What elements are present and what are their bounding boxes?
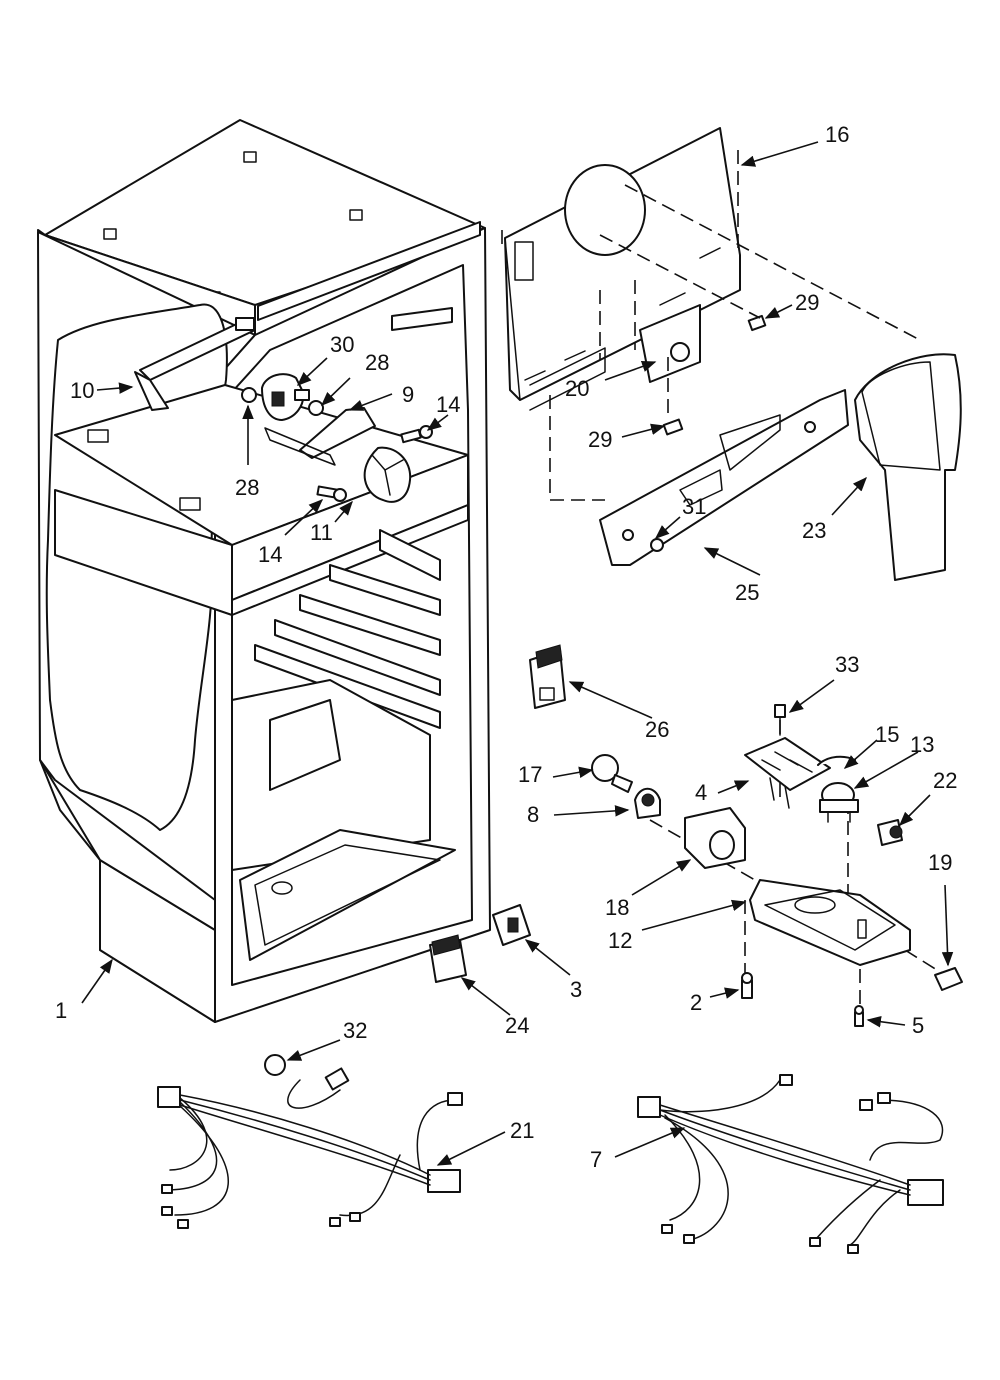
- wire-harness-21: [157, 1054, 463, 1229]
- control-board-4: [744, 737, 831, 809]
- callout-13: 13: [910, 732, 934, 757]
- light-bulb-17: [591, 754, 633, 793]
- callout-29: 29: [795, 290, 819, 315]
- wire-harness-7: [637, 1074, 944, 1254]
- socket-8: [634, 787, 661, 819]
- callout-17: 17: [518, 762, 542, 787]
- callout-11: 11: [310, 520, 333, 545]
- leader-lines: [81, 141, 954, 1166]
- callout-32: 32: [343, 1018, 367, 1043]
- callout-15: 15: [875, 722, 899, 747]
- callout-31: 31: [682, 494, 706, 519]
- callout-14: 14: [258, 542, 282, 567]
- callout-labels: 16 29 20 29 31 23 25 10 30 28 9 14 28 14…: [55, 122, 957, 1172]
- callout-26: 26: [645, 717, 669, 742]
- screw-33: [774, 704, 786, 736]
- screw-29: [662, 314, 767, 436]
- evaporator-cover-16: [504, 127, 741, 411]
- callout-25: 25: [735, 580, 759, 605]
- callout-28: 28: [365, 350, 389, 375]
- callout-3: 3: [570, 977, 582, 1002]
- knob-22: [877, 819, 903, 846]
- grommet-28: [241, 387, 324, 416]
- control-housing-23: [854, 353, 962, 581]
- callout-16: 16: [825, 122, 849, 147]
- callout-1: 1: [55, 998, 67, 1023]
- control-housing-12: [749, 879, 911, 966]
- control-panel-25: [599, 389, 849, 566]
- callout-9: 9: [402, 382, 414, 407]
- callout-24: 24: [505, 1013, 529, 1038]
- callout-23: 23: [802, 518, 826, 543]
- cabinet-liner: [37, 119, 491, 1023]
- light-shield-18: [684, 807, 746, 869]
- callout-20: 20: [565, 376, 589, 401]
- part-19: [934, 967, 963, 991]
- callout-30: 30: [330, 332, 354, 357]
- thermostat-13: [819, 782, 859, 823]
- callout-33: 33: [835, 652, 859, 677]
- callout-12: 12: [608, 928, 632, 953]
- assembly-lines: [501, 150, 946, 1010]
- callout-10: 10: [70, 378, 94, 403]
- part-3: [492, 904, 531, 946]
- callout-18: 18: [605, 895, 629, 920]
- callout-29: 29: [588, 427, 612, 452]
- callout-5: 5: [912, 1013, 924, 1038]
- callout-7: 7: [590, 1147, 602, 1172]
- callout-21: 21: [510, 1118, 534, 1143]
- fan-motor-30: [261, 373, 310, 421]
- bracket-10: [134, 317, 256, 411]
- screw-14-lower: [316, 485, 347, 502]
- part-24: [429, 934, 467, 983]
- fan-blade-11: [363, 446, 412, 503]
- callout-14: 14: [436, 392, 460, 417]
- callout-28: 28: [235, 475, 259, 500]
- callout-8: 8: [527, 802, 539, 827]
- callout-22: 22: [933, 768, 957, 793]
- callout-19: 19: [928, 850, 952, 875]
- part-26: [529, 644, 566, 709]
- callout-2: 2: [690, 990, 702, 1015]
- screw-2: [741, 972, 753, 999]
- callout-4: 4: [695, 780, 707, 805]
- screw-5: [854, 1005, 864, 1027]
